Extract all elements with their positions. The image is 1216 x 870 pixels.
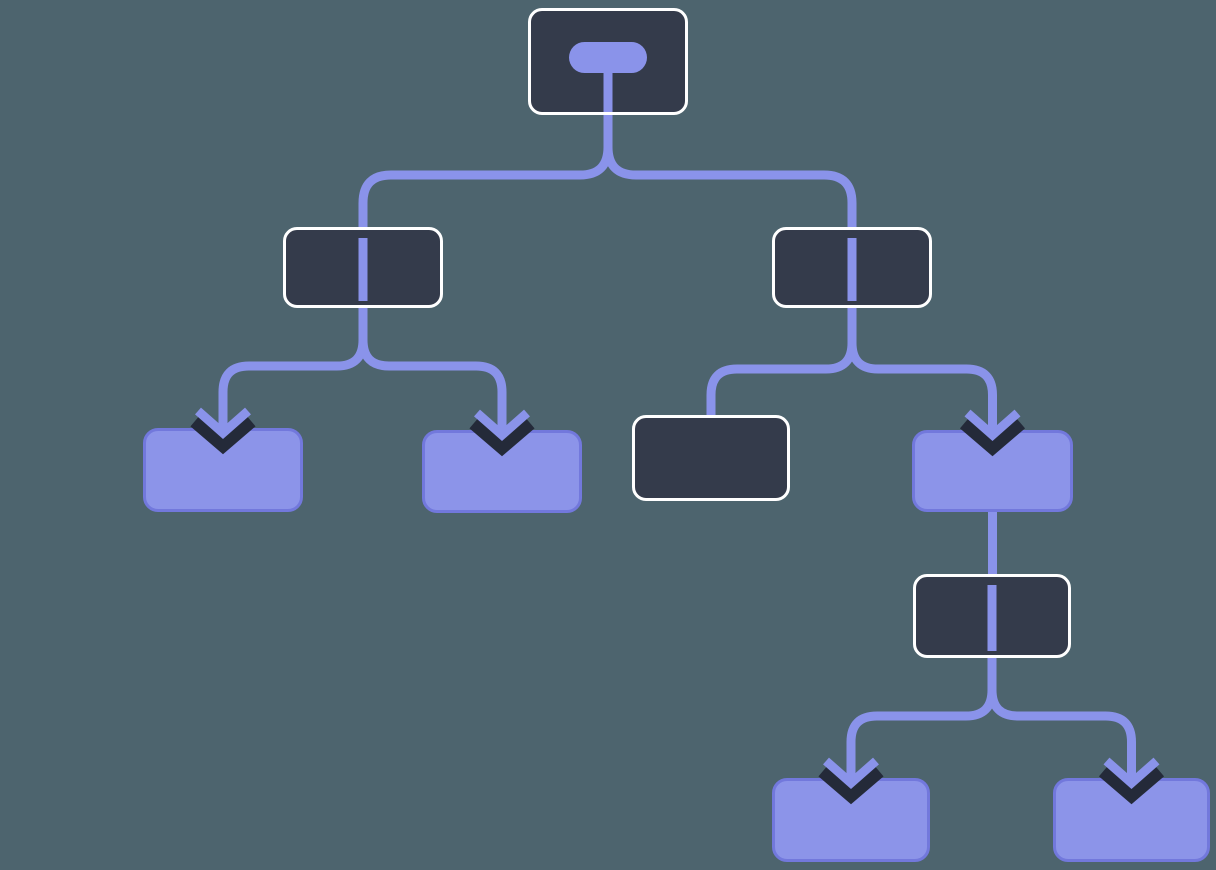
node-leaf-left-2[interactable] [422, 430, 582, 513]
node-branch-right[interactable] [772, 227, 932, 308]
connector-edge-root-to-branch-right [603, 115, 857, 230]
vertical-divider-line [358, 238, 368, 301]
node-leaf-left-1[interactable] [143, 428, 303, 512]
node-root[interactable] [528, 8, 688, 115]
node-leaf-bottom-2[interactable] [1053, 778, 1210, 862]
pill-stem [603, 69, 613, 112]
node-mid-purple[interactable] [912, 430, 1073, 512]
connector-edge-branch-right-to-mid-purple [847, 308, 997, 416]
node-branch-bottom[interactable] [913, 574, 1071, 658]
node-leaf-bottom-1[interactable] [772, 778, 930, 862]
node-mid-dark[interactable] [632, 415, 790, 501]
node-branch-left[interactable] [283, 227, 443, 308]
connector-edge-branch-bottom-to-leaf-bottom-2 [987, 658, 1136, 764]
pill-placeholder-icon [569, 42, 647, 73]
vertical-divider-line [847, 238, 857, 301]
connector-edge-branch-left-to-leaf-left-2 [358, 308, 507, 416]
vertical-divider-line [987, 585, 997, 651]
